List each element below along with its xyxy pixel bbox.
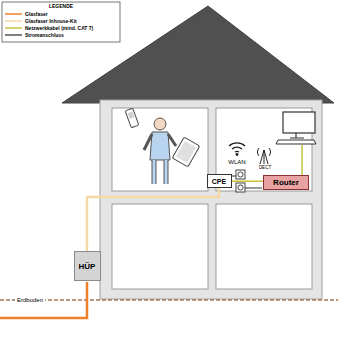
network-cable bbox=[301, 145, 303, 175]
legend-entry: Netzwerkkabel (mind. CAT 7) bbox=[25, 25, 93, 31]
router-box: Router bbox=[263, 175, 309, 190]
wlan-icon bbox=[229, 143, 245, 155]
person bbox=[144, 118, 176, 184]
legend-line bbox=[5, 35, 22, 36]
legend-text: Netzwerkkabel (mind. CAT 7) bbox=[25, 25, 93, 31]
computer bbox=[276, 112, 316, 144]
legend-text: Glasfaser Inhouse-Kit bbox=[25, 18, 77, 24]
legend-text: Stromanschluss bbox=[25, 32, 64, 38]
dect-antenna bbox=[257, 148, 270, 164]
ground-line bbox=[0, 299, 338, 301]
inhouse-fiber-connector bbox=[87, 188, 219, 251]
legend-entry: Stromanschluss bbox=[25, 32, 64, 38]
room bbox=[112, 108, 208, 191]
house-wall bbox=[100, 100, 322, 299]
legend-line bbox=[5, 13, 22, 15]
transfer-point-box: HÜP bbox=[74, 251, 101, 281]
node-label: Router bbox=[273, 178, 299, 187]
node-label: HÜP bbox=[79, 262, 96, 271]
legend-entry: Glasfaser bbox=[25, 11, 48, 17]
node-label: CPE bbox=[212, 178, 226, 185]
cpe-box: CPE bbox=[207, 174, 232, 188]
legend-entry: Glasfaser Inhouse-Kit bbox=[25, 18, 77, 24]
legend-box bbox=[2, 2, 120, 42]
ground-label: Erdboden bbox=[15, 297, 45, 303]
legend-title: LEGENDE bbox=[49, 3, 73, 9]
tablet bbox=[172, 137, 200, 167]
network-cable-connector bbox=[232, 181, 264, 183]
wlan-label: WLAN bbox=[228, 159, 245, 165]
power-cable bbox=[231, 176, 262, 188]
legend-text: Glasfaser bbox=[25, 11, 48, 17]
room bbox=[216, 204, 312, 289]
fiber-cable bbox=[0, 282, 87, 318]
legend-line bbox=[5, 27, 22, 29]
room bbox=[112, 204, 208, 289]
legend-line bbox=[5, 20, 22, 22]
mobile-phone bbox=[125, 108, 139, 128]
dect-label: DECT bbox=[259, 165, 271, 170]
